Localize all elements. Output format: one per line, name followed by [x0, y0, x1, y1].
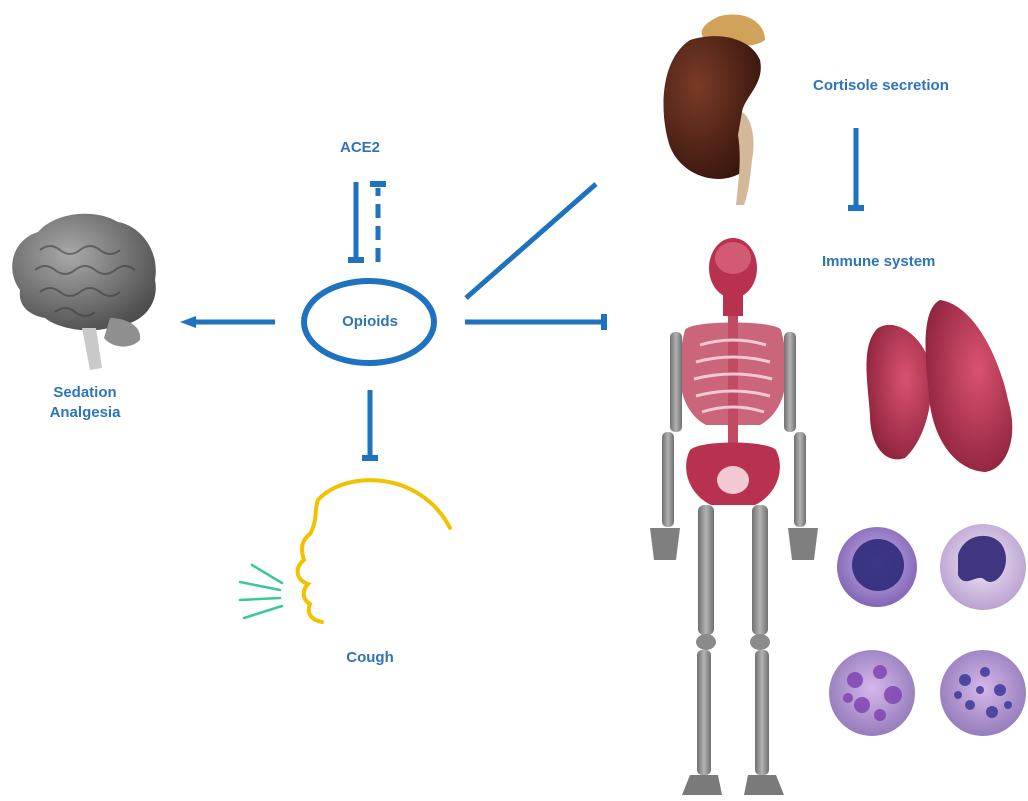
kidney-icon — [663, 14, 765, 205]
cortisol-label: Cortisole secretion — [813, 76, 949, 96]
edge-opioids-sedation-arrowhead — [180, 316, 196, 328]
blood-cells-icon — [829, 524, 1026, 736]
immune-system-label: Immune system — [822, 252, 935, 272]
thymus-icon — [867, 300, 1013, 472]
edge-opioids-cortisol — [466, 184, 596, 298]
sedation-label: Sedation — [20, 383, 150, 403]
skeleton-icon — [650, 238, 818, 795]
opioids-label: Opioids — [330, 312, 410, 332]
cough-label: Cough — [320, 648, 420, 668]
brain-icon — [12, 214, 156, 370]
ace2-label: ACE2 — [320, 138, 400, 158]
cough-face-icon — [240, 480, 450, 622]
analgesia-label: Analgesia — [20, 403, 150, 423]
